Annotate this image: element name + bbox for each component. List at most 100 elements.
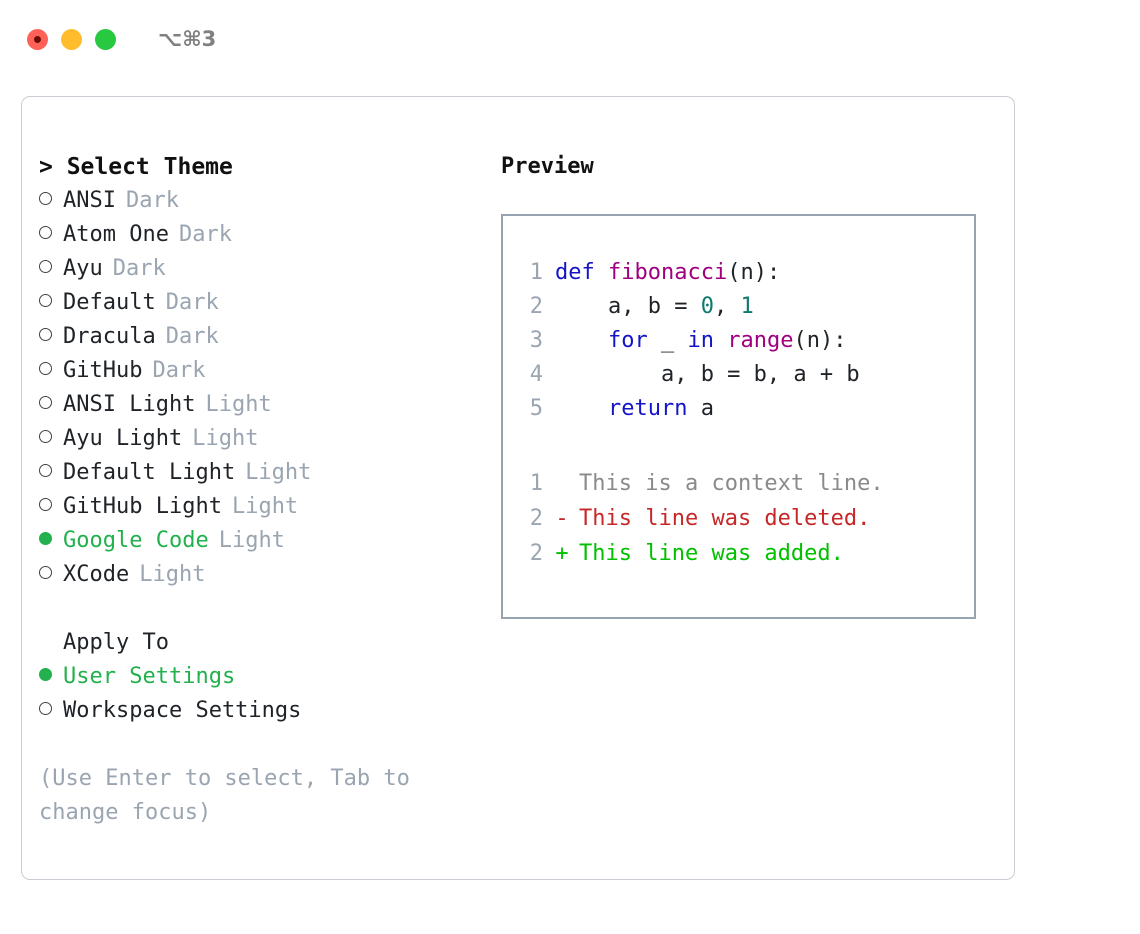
radio-unselected-icon[interactable] <box>39 260 52 273</box>
diff-line-del: 2-This line was deleted. <box>519 501 968 536</box>
code-line-text: for _ in range(n): <box>607 328 847 353</box>
diff-line-text: This line was deleted. <box>579 506 871 531</box>
apply-to-option-label: User Settings <box>63 664 236 689</box>
theme-option-github-light[interactable]: GitHub Light Light <box>39 490 489 524</box>
diff-line-ctx: 1 This is a context line. <box>519 466 968 501</box>
preview-heading: Preview <box>501 154 594 179</box>
radio-unselected-icon[interactable] <box>39 566 52 579</box>
radio-unselected-icon[interactable] <box>39 702 52 715</box>
radio-unselected-icon[interactable] <box>39 294 52 307</box>
theme-option-variant: Dark <box>165 290 219 315</box>
theme-option-variant: Dark <box>125 188 179 213</box>
theme-option-variant: Light <box>245 460 312 485</box>
theme-option-variant: Dark <box>165 324 219 349</box>
theme-option-google-code[interactable]: Google Code Light <box>39 524 489 558</box>
radio-unselected-icon[interactable] <box>39 430 52 443</box>
theme-option-label: ANSI <box>63 188 116 213</box>
maximize-window-button[interactable] <box>95 28 116 50</box>
diff-line-number: 2 <box>529 541 543 566</box>
radio-unselected-icon[interactable] <box>39 464 52 477</box>
diff-sign-icon: - <box>555 506 569 531</box>
theme-option-label: GitHub Light <box>63 494 222 519</box>
theme-option-variant: Light <box>231 494 299 519</box>
keyboard-hint-text: (Use Enter to select, Tab to change focu… <box>39 766 424 825</box>
keyboard-shortcut-label: ⌥⌘3 <box>158 27 217 51</box>
theme-option-ayu-light[interactable]: Ayu Light Light <box>39 422 489 456</box>
minimize-window-button[interactable] <box>61 28 82 50</box>
theme-option-label: ANSI Light <box>63 392 196 417</box>
code-line-text: a, b = 0, 1 <box>555 294 754 319</box>
code-line: 4 a, b = b, a + b <box>519 358 968 392</box>
diff-sample: 1 This is a context line.2-This line was… <box>519 466 968 571</box>
theme-option-variant: Dark <box>152 358 206 383</box>
theme-option-label: Ayu <box>63 256 103 281</box>
theme-option-label: Atom One <box>63 222 169 247</box>
theme-option-label: Default <box>63 290 156 315</box>
theme-option-label: GitHub <box>63 358 143 383</box>
diff-sign-icon <box>555 466 569 501</box>
close-window-button[interactable] <box>27 28 48 50</box>
code-line-number: 1 <box>529 260 543 285</box>
theme-option-default-light[interactable]: Default Light Light <box>39 456 489 490</box>
radio-unselected-icon[interactable] <box>39 362 52 375</box>
radio-unselected-icon[interactable] <box>39 498 52 511</box>
diff-line-text: This is a context line. <box>579 471 884 496</box>
theme-option-atom-one[interactable]: Atom One Dark <box>39 218 489 252</box>
theme-option-variant: Light <box>139 562 206 587</box>
theme-option-ansi[interactable]: ANSI Dark <box>39 184 489 218</box>
diff-line-text: This line was added. <box>579 541 844 566</box>
code-line: 1 def fibonacci(n): <box>519 256 968 290</box>
code-line: 3 for _ in range(n): <box>519 324 968 358</box>
title-bar: ⌥⌘3 <box>0 0 1140 78</box>
code-line-number: 2 <box>529 294 543 319</box>
theme-option-label: Default Light <box>63 460 236 485</box>
code-line-text: a, b = b, a + b <box>555 362 860 387</box>
code-line-number: 4 <box>529 362 543 387</box>
diff-line-number: 1 <box>529 471 543 496</box>
theme-option-github[interactable]: GitHub Dark <box>39 354 489 388</box>
select-theme-heading: > Select Theme <box>39 154 233 180</box>
radio-selected-icon[interactable] <box>39 532 52 545</box>
diff-line-number: 2 <box>529 506 543 531</box>
code-line-text: def fibonacci(n): <box>555 260 781 285</box>
theme-option-label: Ayu Light <box>63 426 183 451</box>
theme-option-variant: Light <box>192 426 259 451</box>
theme-option-variant: Light <box>218 528 285 553</box>
radio-selected-icon[interactable] <box>39 668 52 681</box>
code-line: 2 a, b = 0, 1 <box>519 290 968 324</box>
section-spacer <box>39 592 489 626</box>
theme-option-variant: Dark <box>178 222 232 247</box>
code-line-number: 5 <box>529 396 543 421</box>
theme-option-default[interactable]: Default Dark <box>39 286 489 320</box>
radio-unselected-icon[interactable] <box>39 226 52 239</box>
diff-line-add: 2 + This line was added. <box>519 536 968 571</box>
theme-option-ayu[interactable]: Ayu Dark <box>39 252 489 286</box>
theme-option-dracula[interactable]: Dracula Dark <box>39 320 489 354</box>
apply-to-option-workspace-settings[interactable]: Workspace Settings <box>39 694 489 728</box>
diff-sign-icon: + <box>555 541 569 566</box>
code-line: 5 return a <box>519 392 968 426</box>
code-line-number: 3 <box>529 328 543 353</box>
apply-to-option-user-settings[interactable]: User Settings <box>39 660 489 694</box>
radio-unselected-icon[interactable] <box>39 192 52 205</box>
code-line-text: return a <box>607 396 714 421</box>
apply-to-option-label: Workspace Settings <box>63 698 302 723</box>
radio-unselected-icon[interactable] <box>39 328 52 341</box>
theme-option-variant: Dark <box>112 256 166 281</box>
apply-to-heading: Apply To <box>63 630 169 655</box>
radio-unselected-icon[interactable] <box>39 396 52 409</box>
traffic-light-group <box>27 28 116 50</box>
theme-option-variant: Light <box>205 392 272 417</box>
theme-option-ansi-light[interactable]: ANSI Light Light <box>39 388 489 422</box>
theme-option-label: Dracula <box>63 324 156 349</box>
theme-option-label: Google Code <box>63 528 209 553</box>
